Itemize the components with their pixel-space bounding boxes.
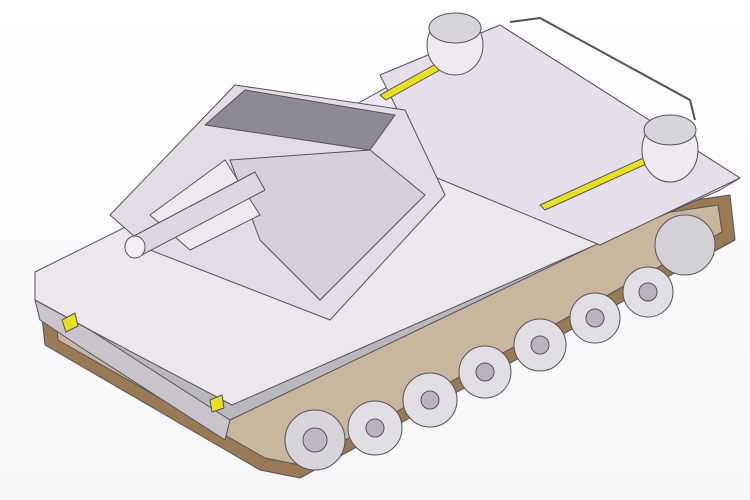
spare-wheels <box>426 12 699 183</box>
drive-sprocket <box>654 214 716 276</box>
road-wheels <box>347 266 674 456</box>
front-plate <box>34 299 231 441</box>
muzzle <box>124 235 146 259</box>
idler-hub <box>302 427 328 453</box>
yellow-part-lower <box>209 394 225 413</box>
rear-rack <box>509 17 696 121</box>
yellow-part-front <box>61 312 79 333</box>
fighting-compartment <box>229 149 426 301</box>
superstructure-opening <box>204 89 396 151</box>
